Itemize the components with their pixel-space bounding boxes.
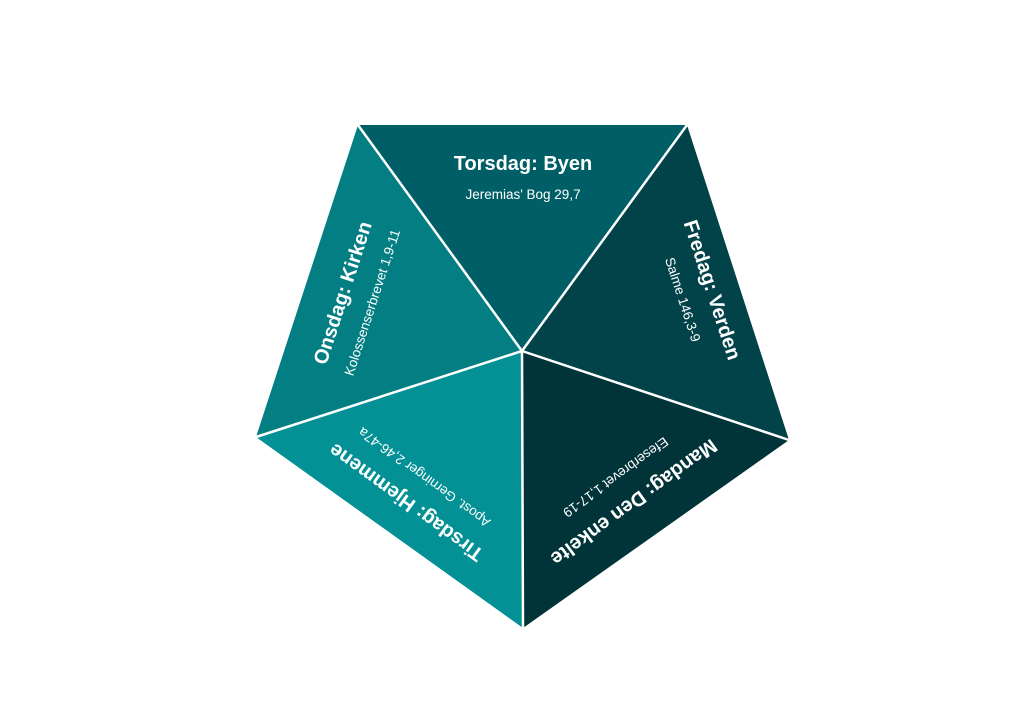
segment-tirsdag — [256, 351, 523, 628]
segment-torsdag — [358, 125, 687, 351]
divider-line — [356, 123, 524, 353]
segment-mandag — [522, 351, 789, 628]
segment-fredag — [522, 125, 789, 440]
segment-reference-torsdag: Jeremias' Bog 29,7 — [465, 187, 580, 202]
divider-line — [520, 349, 525, 630]
segment-title-torsdag: Torsdag: Byen — [454, 153, 593, 175]
divider-line — [254, 349, 524, 439]
segment-dividers — [254, 123, 791, 630]
divider-line — [520, 123, 689, 353]
divider-line — [520, 349, 791, 442]
segment-onsdag — [256, 125, 522, 437]
label-group-torsdag: Torsdag: Byen Jeremias' Bog 29,7 — [454, 153, 593, 202]
